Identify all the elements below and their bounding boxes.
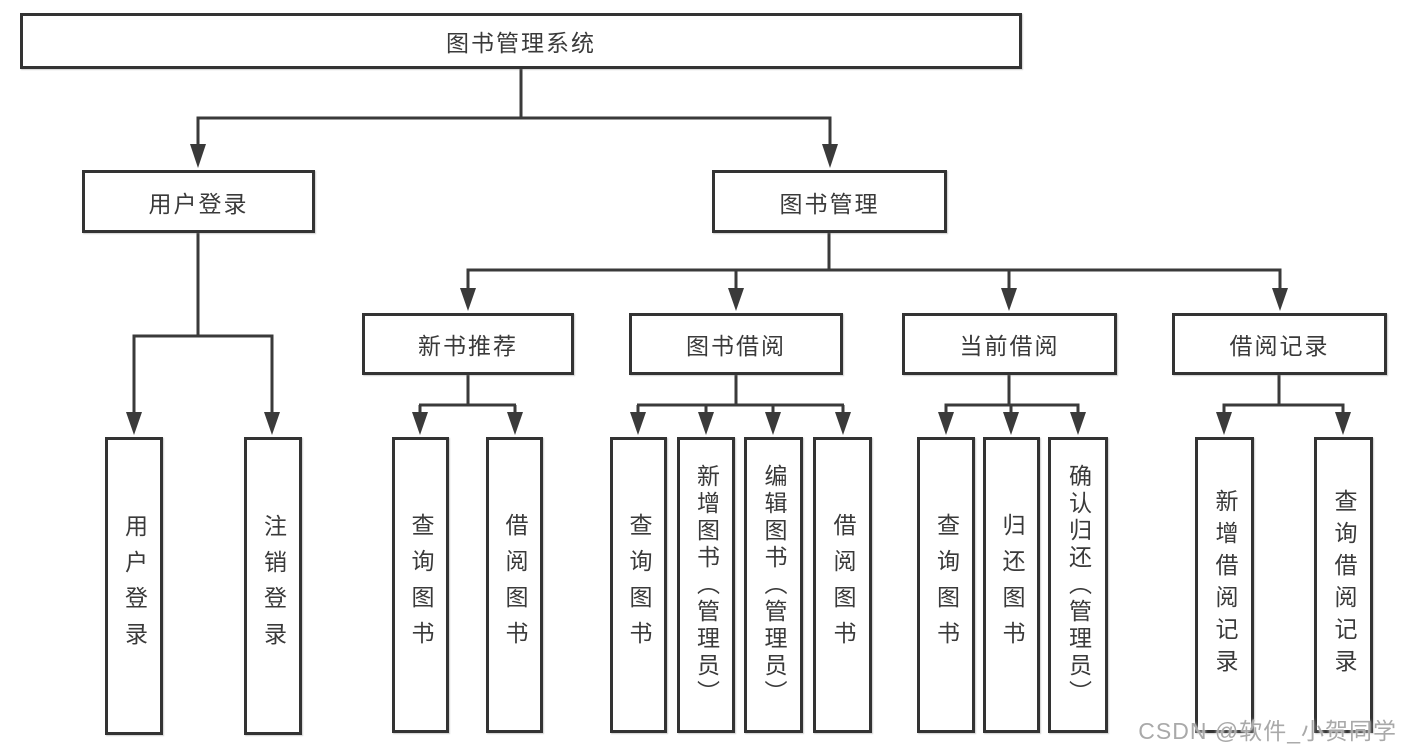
- node-user-login: 用户登录: [82, 170, 315, 233]
- leaf-recommend-query-books: 查询图书: [392, 437, 449, 733]
- leaf-recommend-borrow-books-label: 借阅图书: [502, 513, 528, 657]
- leaf-query-borrow-record: 查询借阅记录: [1314, 437, 1373, 733]
- leaf-borrow-books: 借阅图书: [813, 437, 872, 733]
- leaf-query-borrow-record-label: 查询借阅记录: [1331, 489, 1357, 681]
- leaf-add-borrow-record: 新增借阅记录: [1195, 437, 1254, 733]
- leaf-user-login: 用户登录: [105, 437, 163, 735]
- leaf-confirm-return-admin: 确认归还（管理员）: [1048, 437, 1108, 733]
- node-root: 图书管理系统: [20, 13, 1022, 69]
- node-current-borrow: 当前借阅: [902, 313, 1117, 375]
- leaf-user-login-label: 用户登录: [121, 514, 148, 658]
- leaf-add-borrow-record-label: 新增借阅记录: [1212, 489, 1238, 681]
- node-current-borrow-label: 当前借阅: [959, 333, 1060, 359]
- node-book-management: 图书管理: [712, 170, 947, 233]
- leaf-borrow-books-label: 借阅图书: [830, 513, 856, 657]
- node-root-label: 图书管理系统: [446, 30, 596, 56]
- node-new-book-recommend: 新书推荐: [362, 313, 574, 375]
- node-borrow-records: 借阅记录: [1172, 313, 1387, 375]
- leaf-recommend-borrow-books: 借阅图书: [486, 437, 543, 733]
- leaf-add-books-admin: 新增图书（管理员）: [677, 437, 735, 733]
- node-new-book-recommend-label: 新书推荐: [418, 333, 518, 359]
- leaf-edit-books-admin-label: 编辑图书（管理员）: [761, 463, 787, 707]
- node-book-borrow-label: 图书借阅: [686, 333, 786, 359]
- leaf-add-books-admin-label: 新增图书（管理员）: [693, 463, 720, 707]
- leaf-return-books: 归还图书: [983, 437, 1040, 733]
- leaf-current-query-books-label: 查询图书: [933, 513, 960, 657]
- leaf-edit-books-admin: 编辑图书（管理员）: [744, 437, 803, 733]
- node-borrow-records-label: 借阅记录: [1229, 333, 1330, 359]
- leaf-return-books-label: 归还图书: [999, 513, 1025, 657]
- node-book-borrow: 图书借阅: [629, 313, 843, 375]
- leaf-logout: 注销登录: [244, 437, 302, 735]
- leaf-logout-label: 注销登录: [260, 514, 287, 658]
- leaf-confirm-return-admin-label: 确认归还（管理员）: [1065, 463, 1092, 707]
- csdn-watermark: CSDN @软件_小贺同学: [1138, 718, 1397, 744]
- leaf-recommend-query-books-label: 查询图书: [408, 513, 434, 657]
- node-book-management-label: 图书管理: [779, 190, 880, 217]
- leaf-borrow-query-books-label: 查询图书: [626, 513, 652, 657]
- leaf-borrow-query-books: 查询图书: [610, 437, 667, 733]
- node-user-login-label: 用户登录: [148, 190, 249, 217]
- leaf-current-query-books: 查询图书: [917, 437, 975, 733]
